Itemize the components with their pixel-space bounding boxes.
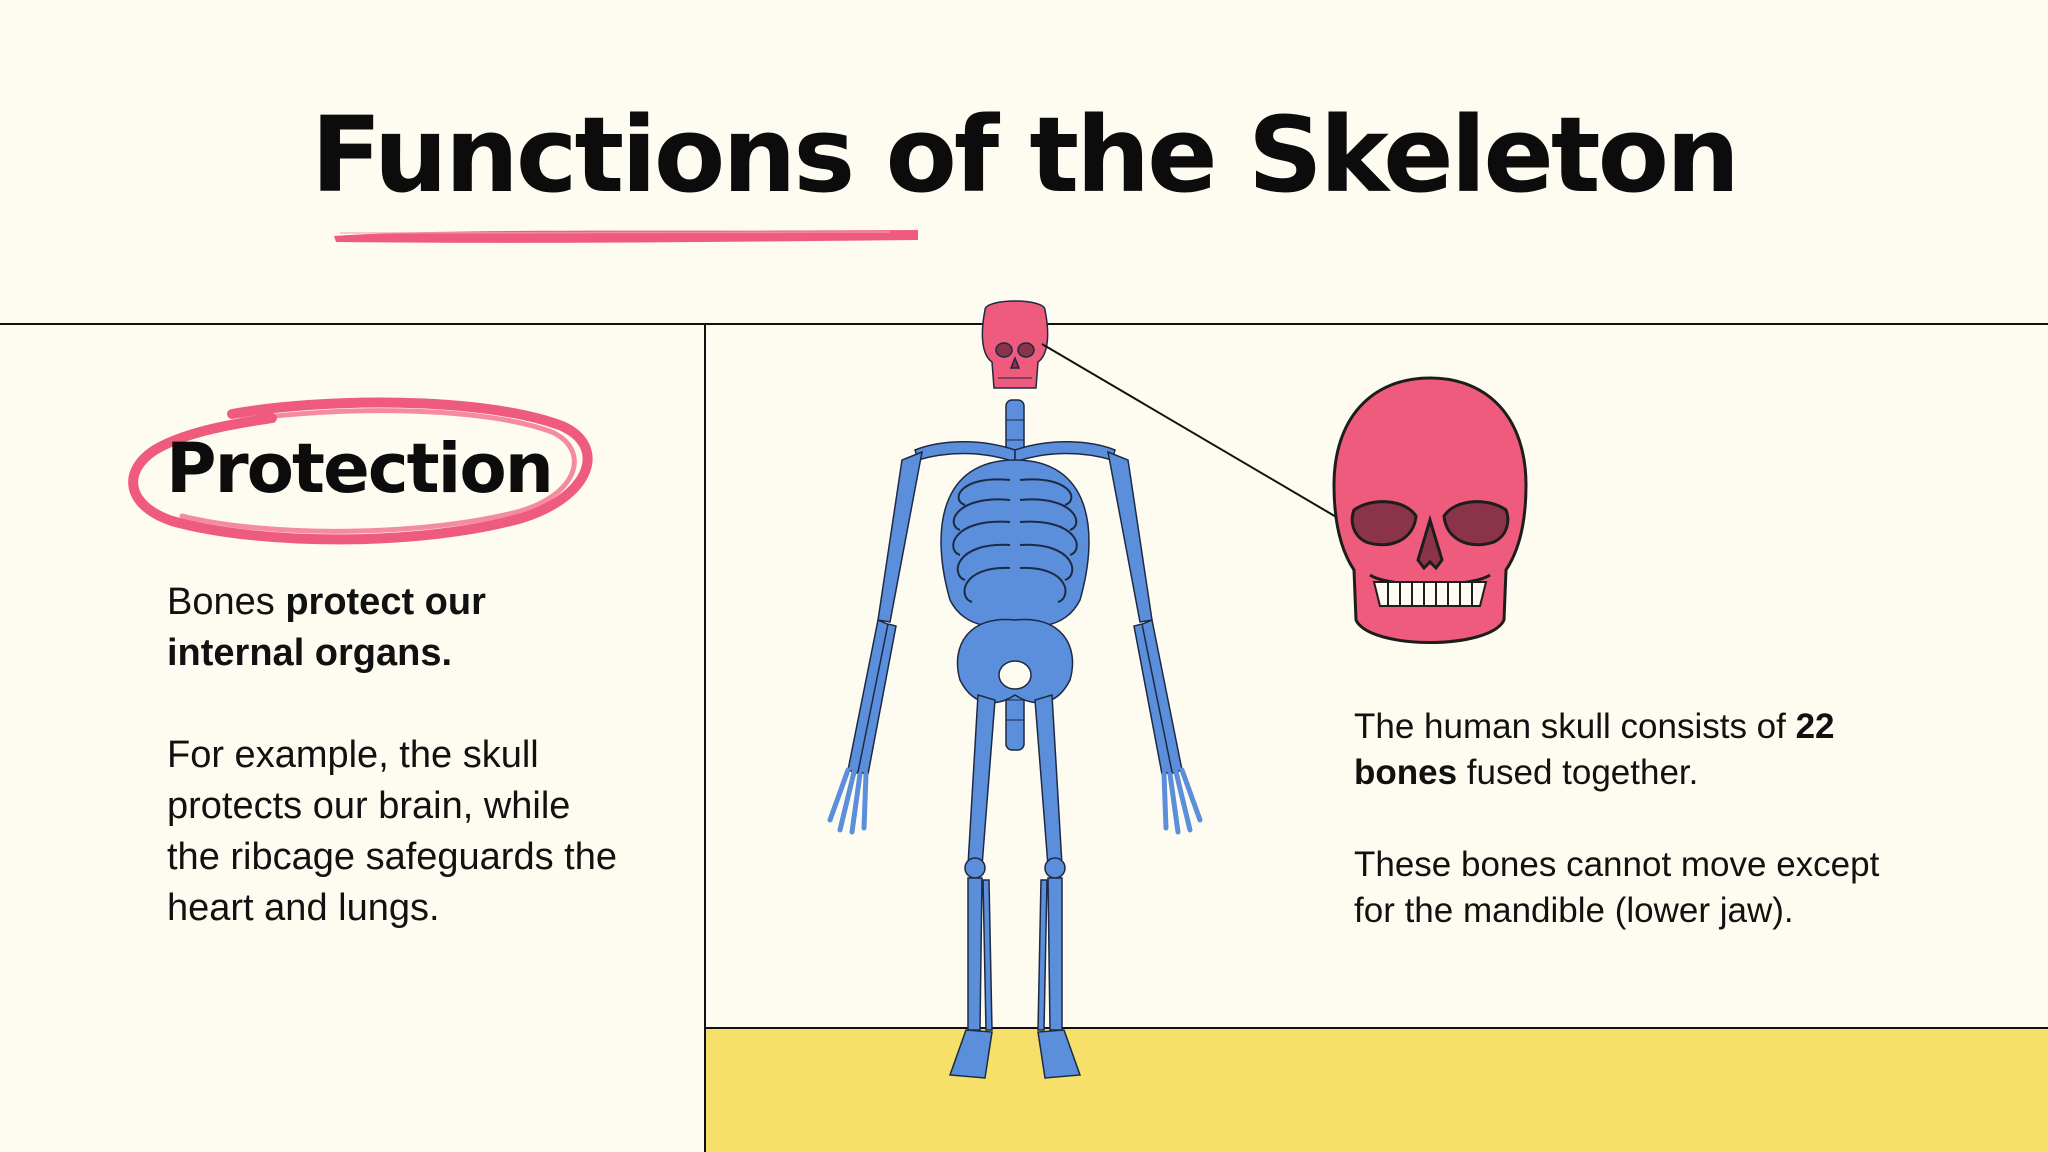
section-heading: Protection [166,429,554,509]
fact1-bold: 22 bones [1354,707,1835,792]
yellow-band [706,1029,2048,1152]
title-underline-brush [334,230,918,243]
skull-illustration [1332,376,1528,644]
vertical-divider [704,323,706,1152]
fact1-after: fused together. [1457,753,1699,792]
bottom-divider [704,1027,2048,1029]
lead-bold: protect our internal organs. [167,581,486,674]
lead-plain: Bones [167,581,286,623]
protection-example-text: For example, the skull protects our brai… [167,734,617,929]
skull-fact-mandible: These bones cannot move except for the m… [1354,845,1880,930]
protection-lead-text: Bones protect our internal organs. [167,577,627,679]
skull-fact-bones: The human skull consists of 22 bones fus… [1354,704,1914,796]
heading-circle-brush [128,397,593,545]
fact1-before: The human skull consists of [1354,707,1796,746]
page-title: Functions of the Skeleton [310,94,1740,216]
skeleton-illustration [827,300,1203,1079]
